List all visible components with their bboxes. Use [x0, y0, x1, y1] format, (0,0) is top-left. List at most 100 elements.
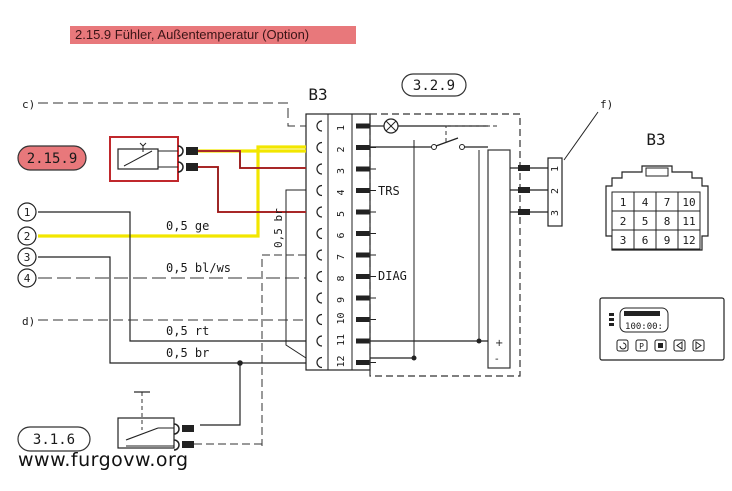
input-2[interactable]: 2	[17, 226, 37, 246]
pin-contact-5	[356, 209, 370, 215]
face-cell-label: 12	[682, 234, 695, 247]
wire-c	[38, 102, 306, 127]
wire-label-vertical: 0,5 br	[272, 208, 285, 248]
module-ref-bubble[interactable]: 3.2.9	[401, 73, 467, 97]
input-1-label: 1	[24, 206, 31, 219]
face-cell-label: 3	[620, 234, 627, 247]
pin-socket-3	[316, 163, 323, 175]
wire-1	[38, 211, 306, 342]
pin-contact-1	[356, 123, 370, 129]
input-3-label: 3	[24, 251, 31, 264]
input-2-label: 2	[24, 230, 31, 243]
pin-number-9: 9	[336, 297, 347, 303]
pin-socket-4	[316, 184, 323, 197]
wire-red-a	[198, 150, 306, 169]
bus-minus-label: -	[495, 354, 499, 365]
face-cell-label: 5	[642, 215, 649, 228]
face-cell-label: 2	[620, 215, 627, 228]
face-cell	[677, 229, 701, 250]
pin-contact-6	[356, 231, 370, 236]
face-cell-label: 4	[642, 196, 649, 209]
module-ref-label: 3.2.9	[413, 78, 455, 94]
f-leader	[563, 111, 599, 161]
pin-contact-10	[356, 317, 370, 322]
right-pin-1: 1	[550, 166, 561, 172]
timer-buttons: P	[616, 339, 705, 352]
input-4[interactable]: 4	[17, 268, 37, 288]
switch-ref-bubble[interactable]: 3.1.6	[17, 426, 91, 452]
input-3[interactable]: 3	[17, 247, 37, 267]
pin-contact-7	[356, 252, 370, 258]
trs-label: TRS	[378, 184, 400, 198]
pin-number-7: 7	[336, 254, 347, 260]
wire-br-vertical	[285, 189, 307, 359]
pin-number-3: 3	[336, 168, 347, 174]
pin-number-10: 10	[336, 312, 347, 324]
relay-switch	[370, 125, 500, 150]
pin-number-4: 4	[336, 189, 347, 195]
pin-number-6: 6	[336, 232, 347, 238]
face-cell-label: 1	[620, 196, 627, 209]
connector-title: B3	[308, 85, 327, 104]
section-header-bar	[70, 26, 356, 44]
switch-ref-label: 3.1.6	[33, 432, 75, 448]
section-header-title: 2.15.9 Fühler, Außentemperatur (Option)	[75, 27, 310, 42]
right-pin-3: 3	[550, 210, 561, 216]
pin-socket-2	[316, 141, 323, 154]
connector-face-title: B3	[646, 130, 665, 149]
connector-body	[305, 113, 371, 371]
stop-icon	[658, 343, 663, 348]
right-arrow-icon	[695, 341, 702, 350]
pin-socket-5	[316, 206, 323, 218]
d-label: d)	[22, 315, 35, 328]
wire-dashed-7	[261, 254, 306, 446]
pin-socket-9	[316, 292, 323, 304]
module-outline	[369, 113, 521, 377]
face-cell-label: 9	[664, 234, 671, 247]
bus-plus-label: +	[495, 338, 503, 349]
input-1[interactable]: 1	[17, 202, 37, 222]
pin-contact-11	[356, 338, 370, 344]
pin-socket-10	[316, 313, 323, 326]
clock-icon	[619, 342, 627, 350]
left-arrow-icon	[676, 341, 683, 350]
right-connector	[510, 157, 563, 227]
wire-label-rt: 0,5 rt	[166, 324, 209, 338]
wire-switch-feed	[200, 363, 241, 426]
wire-yellow	[38, 145, 306, 238]
wire-label-br: 0,5 br	[166, 346, 209, 360]
pin-socket-12	[316, 356, 323, 369]
switch-symbol	[117, 391, 262, 451]
face-cell-label: 7	[664, 196, 671, 209]
p-icon: P	[639, 342, 644, 351]
face-cell-label: 8	[664, 215, 671, 228]
diag-label: DIAG	[378, 269, 407, 283]
input-4-label: 4	[24, 272, 31, 285]
pin-socket-6	[316, 227, 323, 240]
c-label: c)	[22, 98, 35, 111]
pin-socket-8	[316, 270, 323, 283]
f-label: f)	[600, 98, 613, 111]
sensor-ref-bubble[interactable]: 2.15.9	[17, 145, 87, 171]
sensor-ref-label: 2.15.9	[27, 151, 78, 167]
pin-socket-1	[316, 120, 323, 132]
pin-number-12: 12	[336, 355, 347, 367]
right-pin-2: 2	[550, 188, 561, 194]
pin-contact-9	[356, 295, 370, 301]
watermark: www.furgovw.org	[18, 449, 189, 471]
face-cell-label: 6	[642, 234, 649, 247]
wire-3	[38, 256, 306, 364]
pin-number-11: 11	[336, 334, 347, 346]
face-cell-label: 11	[682, 215, 695, 228]
timer-display: 100:00:	[625, 322, 663, 332]
pin-socket-11	[316, 335, 323, 347]
pin-number-2: 2	[336, 146, 347, 152]
lamp-symbol	[370, 118, 488, 134]
internal-bus	[487, 149, 511, 369]
pin-number-1: 1	[336, 125, 347, 131]
pin-contact-8	[356, 274, 370, 279]
pin-socket-7	[316, 249, 323, 261]
